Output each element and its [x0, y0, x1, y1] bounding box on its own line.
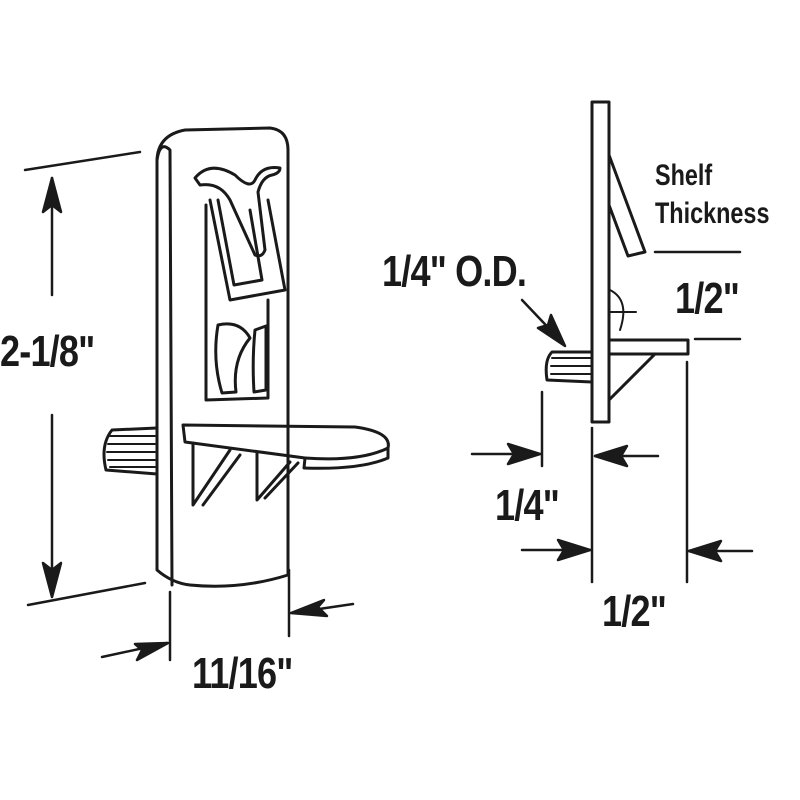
width-label: 11/16" [192, 649, 293, 698]
shelf-thickness-label-line2: Thickness [655, 197, 770, 230]
shelf-thickness-value: 1/2" [675, 274, 740, 323]
width-dimension [100, 568, 355, 662]
peg-diameter-label: 1/4" O.D. [382, 247, 527, 296]
shelf-depth-dimension [520, 360, 754, 584]
front-view-bracket [102, 126, 390, 588]
height-dimension [23, 150, 147, 607]
height-label: 2-1/8" [0, 327, 95, 376]
peg-length-label: 1/4" [495, 481, 560, 530]
peg-length-dimension [470, 390, 660, 584]
shelf-depth-label: 1/2" [602, 587, 667, 636]
shelf-thickness-dimension [653, 250, 742, 341]
side-view-bracket [544, 100, 690, 424]
shelf-thickness-label-line1: Shelf [655, 159, 713, 192]
od-leader-arrow [520, 298, 567, 348]
